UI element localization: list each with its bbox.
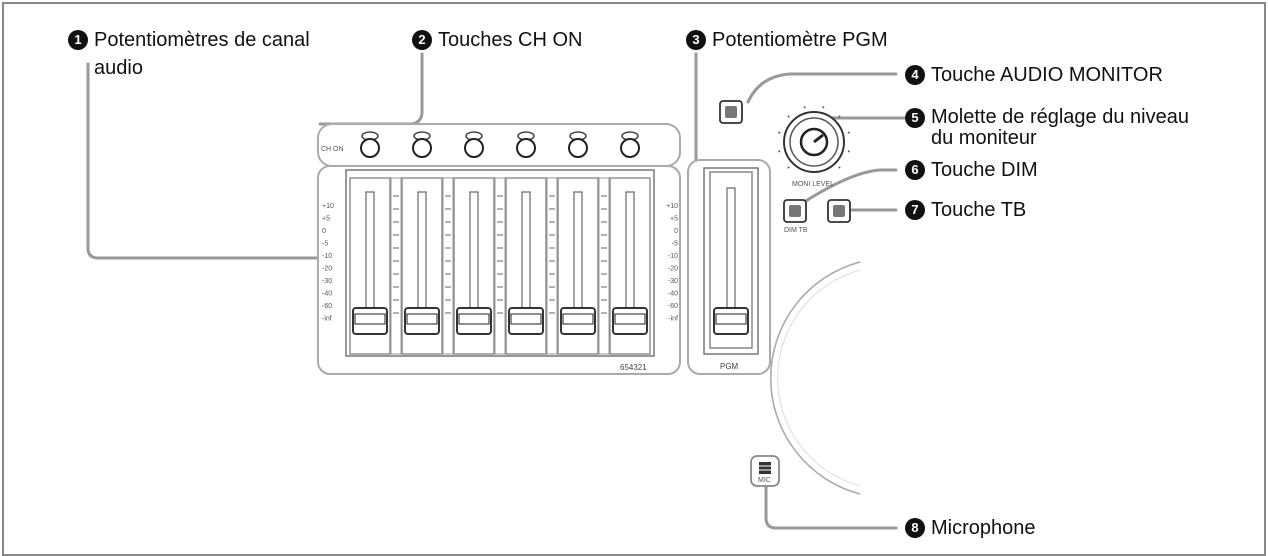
fader-separator-4 [546, 177, 558, 355]
callout-4-number: 4 [905, 65, 925, 85]
microphone: MIC [750, 455, 780, 487]
ch-on-panel: CH ON [317, 123, 681, 167]
scale-tick-label: -60 [668, 303, 678, 310]
fader-separator-1 [390, 177, 402, 355]
dim-button[interactable] [783, 199, 807, 223]
scale-tick-label: -10 [668, 253, 678, 260]
callout-8-number: 8 [905, 518, 925, 538]
callout-5-number: 5 [905, 108, 925, 128]
scale-tick-label: -30 [322, 278, 332, 285]
jog-wheel-outline [770, 261, 861, 495]
moni-level-knob[interactable] [783, 111, 845, 173]
callout-2-number: 2 [412, 30, 432, 50]
callout-1-text: Potentiomètres de canal audio [94, 29, 310, 79]
channel-fader-knob-4[interactable] [508, 307, 544, 335]
channel-numbers-label: 654321 [620, 363, 647, 372]
scale-tick-label: -inf [668, 316, 678, 323]
channel-fader-knob-1[interactable] [352, 307, 388, 335]
callout-3-number: 3 [686, 30, 706, 50]
ch-on-button-6[interactable] [620, 131, 640, 158]
mic-label: MIC [758, 477, 771, 484]
scale-tick-label: -30 [668, 278, 678, 285]
callout-5-text: Molette de réglage du niveau du moniteur [931, 106, 1189, 149]
callout-4-text: Touche AUDIO MONITOR [931, 64, 1163, 86]
channel-fader-knob-5[interactable] [560, 307, 596, 335]
pgm-fader-knob[interactable] [713, 307, 749, 335]
channel-fader-knob-3[interactable] [456, 307, 492, 335]
leader-line-1 [86, 62, 320, 260]
leader-line-6 [796, 168, 898, 208]
ch-on-button-4[interactable] [516, 131, 536, 158]
channel-fader-5 [557, 177, 599, 355]
fader-separator-2 [442, 177, 454, 355]
leader-line-8 [764, 482, 898, 530]
callout-6: 6 Touche DIM [905, 159, 1038, 181]
scale-tick-label: 0 [322, 228, 326, 235]
callout-1: 1 Potentiomètres de canal audio [68, 29, 310, 82]
fader-separator-5 [598, 177, 610, 355]
channel-fader-knob-6[interactable] [612, 307, 648, 335]
callout-3-text: Potentiomètre PGM [712, 29, 888, 51]
dim-tb-label: DIM TB [784, 227, 808, 234]
scale-tick-label: -5 [672, 241, 678, 248]
scale-tick-label: -20 [322, 266, 332, 273]
scale-tick-label: -40 [668, 291, 678, 298]
pgm-label: PGM [720, 362, 739, 371]
channel-fader-3 [453, 177, 495, 355]
callout-7: 7 Touche TB [905, 199, 1026, 221]
scale-tick-label: +10 [322, 203, 334, 210]
callout-4: 4 Touche AUDIO MONITOR [905, 64, 1163, 86]
callout-2-text: Touches CH ON [438, 29, 583, 51]
ch-on-button-1[interactable] [360, 131, 380, 158]
scale-tick-label: 0 [674, 228, 678, 235]
scale-tick-label: -20 [668, 266, 678, 273]
callout-5: 5 Molette de réglage du niveau du monite… [905, 107, 1189, 149]
ch-on-label: CH ON [321, 146, 344, 153]
scale-tick-label: -60 [322, 303, 332, 310]
channel-fader-2 [401, 177, 443, 355]
scale-tick-label: -5 [322, 241, 328, 248]
channel-faders [349, 177, 651, 355]
callout-6-number: 6 [905, 160, 925, 180]
audio-monitor-button[interactable] [719, 100, 743, 124]
moni-level-label: MONI LEVEL [792, 181, 834, 188]
callout-6-text: Touche DIM [931, 159, 1038, 181]
callout-8-text: Microphone [931, 517, 1036, 539]
scale-tick-label: -10 [322, 253, 332, 260]
callout-3: 3 Potentiomètre PGM [686, 29, 888, 51]
callout-1-number: 1 [68, 30, 88, 50]
callout-8: 8 Microphone [905, 517, 1036, 539]
scale-tick-label: -inf [322, 316, 332, 323]
fader-separator-3 [494, 177, 506, 355]
channel-fader-knob-2[interactable] [404, 307, 440, 335]
scale-left: +10 +5 0 -5 -10 -20 -30 -40 -60 -inf [322, 203, 334, 323]
moni-level-scale [778, 106, 850, 169]
scale-tick-label: +10 [666, 203, 678, 210]
pgm-fader-panel: PGM [687, 159, 771, 375]
ch-on-button-5[interactable] [568, 131, 588, 158]
channel-fader-panel: +10 +5 0 -5 -10 -20 -30 -40 -60 -inf +10 +5 0 -5 -10 -… [317, 165, 681, 375]
callout-7-text: Touche TB [931, 199, 1027, 221]
leader-line-4 [746, 72, 898, 104]
callout-2: 2 Touches CH ON [412, 29, 583, 51]
tb-button[interactable] [827, 199, 851, 223]
scale-tick-label: +5 [322, 216, 330, 223]
scale-tick-label: +5 [670, 216, 678, 223]
callout-7-number: 7 [905, 200, 925, 220]
scale-tick-label: -40 [322, 291, 332, 298]
channel-fader-6 [609, 177, 651, 355]
scale-right: +10 +5 0 -5 -10 -20 -30 -40 -60 -inf [666, 203, 678, 323]
channel-fader-4 [505, 177, 547, 355]
ch-on-button-2[interactable] [412, 131, 432, 158]
ch-on-button-3[interactable] [464, 131, 484, 158]
channel-fader-1 [349, 177, 391, 355]
ch-on-buttons [360, 131, 640, 158]
